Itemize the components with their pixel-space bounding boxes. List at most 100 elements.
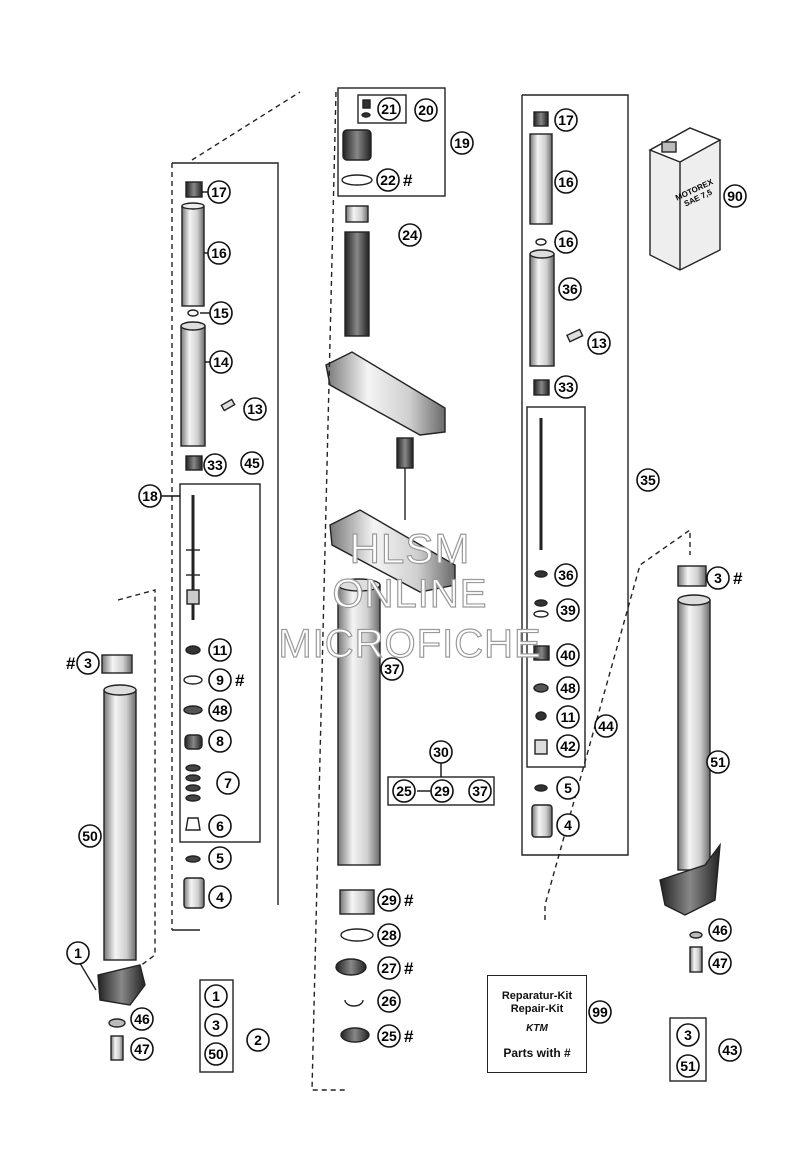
callout-number: 43 xyxy=(722,1042,738,1058)
callout-number: 33 xyxy=(207,457,223,473)
callout-c46b: 46 xyxy=(708,918,732,942)
callout-circle xyxy=(554,563,578,587)
callout-number: 4 xyxy=(564,817,572,833)
callout-number: 36 xyxy=(558,567,574,583)
callout-number: 50 xyxy=(82,828,98,844)
callout-circle xyxy=(216,771,240,795)
callout-circle xyxy=(587,331,611,355)
callout-number: 3 xyxy=(84,655,92,671)
callout-circle xyxy=(208,638,232,662)
callout-c46a: 46 xyxy=(130,1007,154,1031)
callout-c22: 22# xyxy=(376,168,413,192)
callout-c99: 99 xyxy=(588,1000,612,1024)
callout-circle xyxy=(203,453,227,477)
callout-number: 1 xyxy=(212,988,220,1004)
callout-number: 1 xyxy=(74,945,82,961)
callout-circle xyxy=(208,729,232,753)
callout-c37b: 37 xyxy=(468,779,492,803)
callout-circle xyxy=(130,1007,154,1031)
callout-number: 24 xyxy=(402,227,418,243)
callout-circle xyxy=(676,1054,700,1078)
callout-c33b: 33 xyxy=(554,375,578,399)
callout-number: 9 xyxy=(216,672,224,688)
callout-circle xyxy=(706,566,730,590)
callout-c6: 6 xyxy=(208,814,232,838)
center-steering-parts xyxy=(311,87,495,1091)
callout-c15: 15 xyxy=(209,301,233,325)
watermark-line-3: MICROFICHE xyxy=(278,621,542,666)
callout-c11b: 11 xyxy=(556,705,580,729)
callout-number: 29 xyxy=(381,892,397,908)
callout-c48a: 48 xyxy=(208,698,232,722)
callout-number: 39 xyxy=(560,602,576,618)
callout-circle xyxy=(398,223,422,247)
callout-c45: 45 xyxy=(240,451,264,475)
callout-c50: 50 xyxy=(78,824,102,848)
callout-number: 36 xyxy=(562,281,578,297)
callout-c4b: 4 xyxy=(556,813,580,837)
callout-circle xyxy=(377,888,401,912)
callout-c13a: 13 xyxy=(243,397,267,421)
callout-circle xyxy=(414,98,438,122)
callout-circle xyxy=(76,651,100,675)
assembly-35-box xyxy=(521,94,629,856)
fork-oil-can xyxy=(648,127,722,271)
callout-c29b: 29# xyxy=(377,888,414,912)
callout-number: 5 xyxy=(216,850,224,866)
callout-circle xyxy=(208,885,232,909)
callout-c33a: 33 xyxy=(203,453,227,477)
callout-circle xyxy=(66,941,90,965)
callout-box43_3: 3 xyxy=(676,1023,700,1047)
hash-mark: # xyxy=(404,959,414,978)
repair-kit-title-de: Reparatur-Kit xyxy=(501,990,573,1002)
callout-c9: 9# xyxy=(208,668,245,692)
callout-c47b: 47 xyxy=(708,951,732,975)
callout-number: 46 xyxy=(134,1011,150,1027)
callout-number: 20 xyxy=(418,102,434,118)
callout-c5b: 5 xyxy=(556,776,580,800)
callout-number: 47 xyxy=(712,955,728,971)
hash-mark: # xyxy=(235,671,245,690)
callout-circle xyxy=(556,643,580,667)
callout-c44: 44 xyxy=(594,714,618,738)
callout-number: 2 xyxy=(254,1032,262,1048)
callout-circle xyxy=(240,451,264,475)
callout-circle xyxy=(204,984,228,1008)
callout-c8: 8 xyxy=(208,729,232,753)
callout-number: 16 xyxy=(211,245,227,261)
hash-mark: # xyxy=(733,569,743,588)
watermark-line-2: ONLINE xyxy=(332,571,488,616)
callout-circle xyxy=(556,776,580,800)
callout-number: 45 xyxy=(244,455,260,471)
callout-c26: 26 xyxy=(377,989,401,1013)
callout-c20: 20 xyxy=(414,98,438,122)
callout-c5a: 5 xyxy=(208,846,232,870)
callout-number: 25 xyxy=(381,1028,397,1044)
callout-number: 3 xyxy=(684,1027,692,1043)
callout-c42: 42 xyxy=(556,734,580,758)
callout-c39: 39 xyxy=(556,598,580,622)
callout-number: 37 xyxy=(472,783,488,799)
callout-c16c: 16 xyxy=(554,230,578,254)
callout-number: 13 xyxy=(591,335,607,351)
callout-c16b: 16 xyxy=(554,170,578,194)
callout-number: 44 xyxy=(598,718,614,734)
hash-mark: # xyxy=(403,171,413,190)
callout-c40: 40 xyxy=(556,643,580,667)
callout-number: 15 xyxy=(213,305,229,321)
callout-number: 90 xyxy=(727,188,743,204)
callout-circle xyxy=(468,779,492,803)
callout-c25a: 25 xyxy=(392,779,416,803)
guide-line xyxy=(191,91,301,161)
callout-circle xyxy=(554,170,578,194)
callout-c36b: 36 xyxy=(554,563,578,587)
callout-circle xyxy=(377,989,401,1013)
callout-number: 17 xyxy=(211,184,227,200)
callout-number: 29 xyxy=(434,783,450,799)
callout-c21: 21 xyxy=(377,97,401,121)
callout-circle xyxy=(78,824,102,848)
callout-circle xyxy=(130,1037,154,1061)
callout-c51: 51 xyxy=(706,750,730,774)
callout-c7: 7 xyxy=(216,771,240,795)
callout-number: 3 xyxy=(714,570,722,586)
